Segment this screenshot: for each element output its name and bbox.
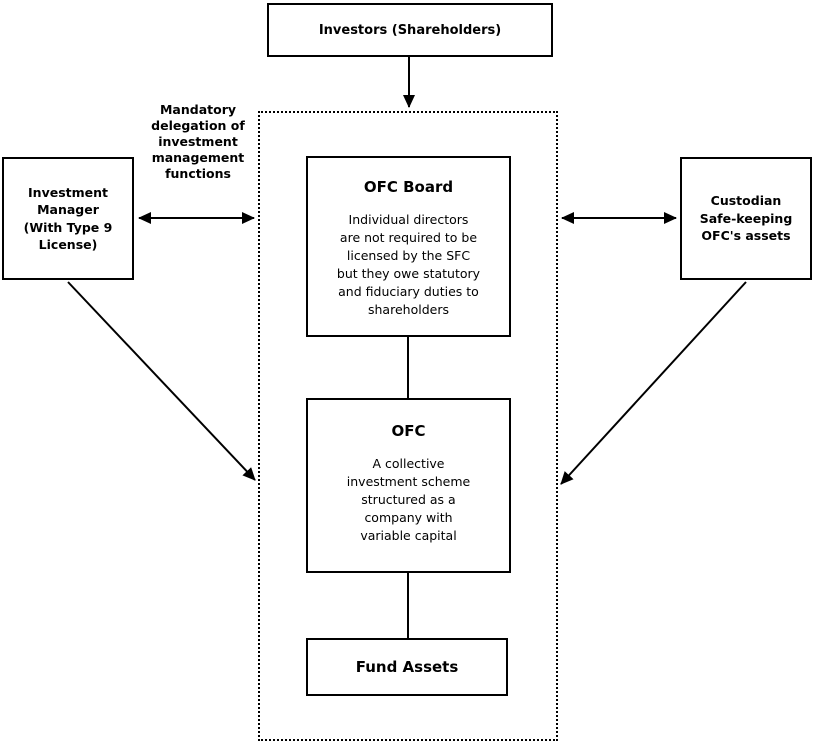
ofc-box: OFC A collective investment scheme struc… bbox=[306, 398, 511, 573]
investors-label: Investors (Shareholders) bbox=[318, 22, 502, 38]
custodian-label: Custodian Safe-keeping OFC's assets bbox=[699, 193, 793, 244]
ofc-board-body: Individual directors are not required to… bbox=[336, 212, 481, 317]
custodian-box: Custodian Safe-keeping OFC's assets bbox=[680, 157, 812, 280]
investment-manager-label: Investment Manager (With Type 9 License) bbox=[23, 184, 113, 253]
investors-box: Investors (Shareholders) bbox=[267, 3, 553, 57]
ofc-board-box: OFC Board Individual directors are not r… bbox=[306, 156, 511, 337]
arrow-custodian-to-ofc bbox=[560, 281, 747, 485]
ofc-body: A collective investment scheme structure… bbox=[346, 456, 471, 543]
investment-manager-box: Investment Manager (With Type 9 License) bbox=[2, 157, 134, 280]
ofc-title: OFC bbox=[391, 422, 426, 440]
fund-assets-box: Fund Assets bbox=[306, 638, 508, 696]
ofc-board-title: OFC Board bbox=[363, 178, 454, 196]
ofc-structure-dotted-container bbox=[258, 111, 558, 741]
arrow-manager-to-ofc bbox=[67, 281, 256, 481]
fund-assets-label: Fund Assets bbox=[355, 658, 459, 676]
delegation-note-label: Mandatory delegation of investment manag… bbox=[151, 102, 245, 181]
